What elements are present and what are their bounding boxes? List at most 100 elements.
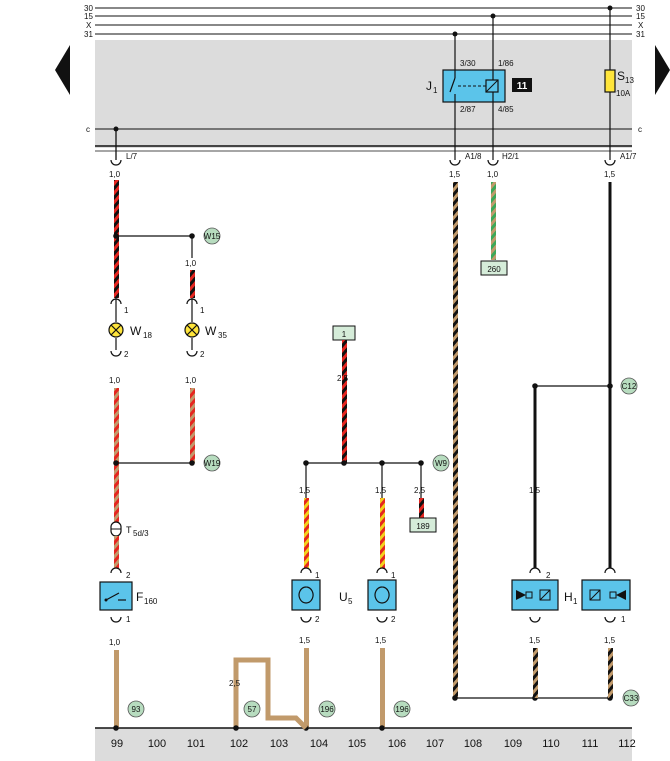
bus-c-left: c	[86, 125, 90, 134]
prev-page-arrow-icon[interactable]	[55, 45, 70, 95]
svg-text:18: 18	[143, 331, 152, 340]
wire-size-99-mid: 1,0	[109, 376, 121, 385]
connector-h2-1: H2/1	[502, 152, 519, 161]
svg-text:1: 1	[126, 615, 131, 624]
socket-u5-b-icon	[367, 579, 397, 611]
bus-30-right: 30	[636, 4, 645, 13]
ground-196-a	[318, 700, 336, 718]
relay-j1-icon	[442, 69, 506, 103]
relay-pin-2-87: 2/87	[460, 105, 476, 114]
svg-text:106: 106	[388, 738, 406, 750]
svg-text:101: 101	[187, 738, 205, 750]
svg-text:196: 196	[395, 705, 409, 714]
svg-text:105: 105	[348, 738, 366, 750]
svg-text:99: 99	[111, 738, 123, 750]
relay-j1-label: J	[426, 79, 432, 93]
wire-size-f160-bottom: 1,0	[109, 638, 121, 647]
connector-a1-8: A1/8	[465, 152, 482, 161]
bus-31-right: 31	[636, 30, 645, 39]
svg-text:2: 2	[200, 350, 205, 359]
svg-text:W9: W9	[435, 459, 448, 468]
relay-pin-1-86: 1/86	[498, 59, 514, 68]
svg-text:2: 2	[126, 571, 131, 580]
fuse-relay-panel	[95, 40, 632, 148]
connector-l7: L/7	[126, 152, 138, 161]
wire-size-u5-supply: 2,5	[337, 374, 349, 383]
svg-text:1: 1	[342, 330, 347, 339]
wire-size-99-top: 1,0	[109, 170, 121, 179]
ground-196-b	[393, 700, 411, 718]
ground-57	[243, 700, 261, 718]
svg-text:102: 102	[230, 738, 248, 750]
svg-text:108: 108	[464, 738, 482, 750]
bus-x-right: X	[638, 21, 644, 30]
wire-size-h1-left-top: 1,5	[529, 486, 541, 495]
fuse-s13-rating: 10A	[616, 89, 631, 98]
svg-text:1: 1	[621, 615, 626, 624]
horn-h1-right-icon	[581, 579, 631, 611]
svg-text:109: 109	[504, 738, 522, 750]
svg-text:111: 111	[582, 738, 599, 750]
svg-text:5d/3: 5d/3	[133, 529, 149, 538]
connector-a1-7: A1/7	[620, 152, 637, 161]
wire-size-u5-left: 1,5	[299, 486, 311, 495]
svg-text:57: 57	[248, 705, 257, 714]
ref-box-189	[409, 517, 437, 533]
relay-pin-4-85: 4/85	[498, 105, 514, 114]
next-page-arrow-icon[interactable]	[655, 45, 670, 95]
svg-text:1: 1	[573, 597, 578, 606]
node-c12	[620, 377, 638, 395]
node-w19	[203, 454, 221, 472]
svg-text:107: 107	[426, 738, 444, 750]
ref-box-260	[480, 260, 508, 276]
horn-h1-left-icon	[511, 579, 559, 611]
switch-f160-label: F	[136, 590, 143, 604]
ground-93	[127, 700, 145, 718]
relay-slot-badge	[512, 78, 532, 92]
wire-size-loop-102: 2,5	[229, 679, 241, 688]
svg-text:93: 93	[132, 705, 141, 714]
svg-text:C12: C12	[622, 382, 637, 391]
horn-h1-label: H	[564, 590, 573, 604]
wire-size-to-189: 2,5	[414, 486, 426, 495]
svg-text:100: 100	[148, 738, 166, 750]
bus-30-left: 30	[84, 4, 93, 13]
wire-size-u5-right-bottom: 1,5	[375, 636, 387, 645]
svg-text:1: 1	[433, 86, 438, 95]
wire-size-w35-top: 1,0	[185, 259, 197, 268]
svg-text:260: 260	[487, 265, 501, 274]
lamp-w18-label: W	[130, 324, 142, 338]
wire-size-u5-left-bottom: 1,5	[299, 636, 311, 645]
svg-text:35: 35	[218, 331, 227, 340]
svg-text:2: 2	[124, 350, 129, 359]
wire-size-108: 1,5	[449, 170, 461, 179]
svg-text:C33: C33	[624, 694, 639, 703]
wire-size-112-top: 1,5	[604, 170, 616, 179]
relay-pin-3-30: 3/30	[460, 59, 476, 68]
node-c33	[622, 689, 640, 707]
svg-text:2: 2	[391, 615, 396, 624]
lamp-w35-label: W	[205, 324, 217, 338]
bus-15-right: 15	[636, 12, 645, 21]
bus-c-right: c	[638, 125, 642, 134]
wire-size-109: 1,0	[487, 170, 499, 179]
svg-text:2: 2	[546, 571, 551, 580]
svg-text:11: 11	[517, 81, 528, 92]
svg-text:13: 13	[625, 76, 634, 85]
switch-f160-icon	[99, 581, 133, 611]
node-w9	[432, 454, 450, 472]
svg-text:1: 1	[315, 571, 320, 580]
wire-size-h1-left-bottom: 1,5	[529, 636, 541, 645]
svg-text:160: 160	[144, 597, 158, 606]
svg-text:W15: W15	[204, 232, 221, 241]
svg-text:1: 1	[124, 306, 129, 315]
bus-15-left: 15	[84, 12, 93, 21]
wire-size-u5-right: 1,5	[375, 486, 387, 495]
connector-t5d3: T	[126, 525, 132, 535]
wire-size-w35-mid: 1,0	[185, 376, 197, 385]
svg-text:112: 112	[618, 738, 636, 750]
svg-text:196: 196	[320, 705, 334, 714]
svg-text:2: 2	[315, 615, 320, 624]
socket-u5-label: U	[339, 590, 348, 604]
